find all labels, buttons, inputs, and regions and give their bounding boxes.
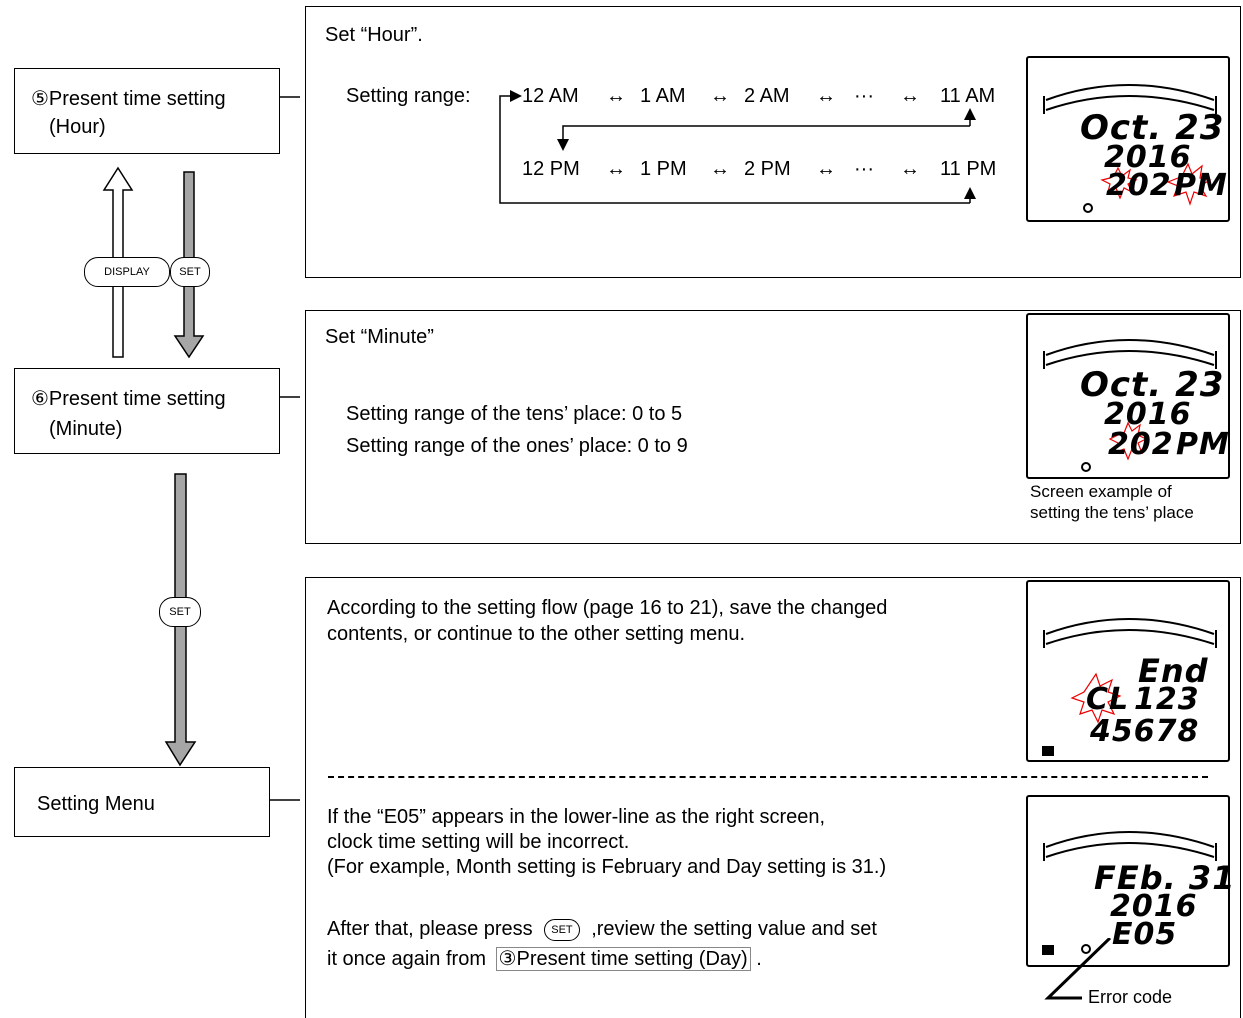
- setting-menu-box: Setting Menu: [14, 767, 270, 837]
- set-key-1[interactable]: SET: [170, 257, 210, 287]
- minute-lcd-line3b: PM: [1176, 427, 1230, 462]
- am-2: 2 AM: [744, 85, 790, 107]
- hour-lcd-line1: Oct. 23: [1080, 108, 1225, 148]
- hour-lcd-line2: 2016: [1104, 140, 1192, 175]
- step5-label: ⑤Present time setting: [31, 88, 226, 110]
- error-pointer: [1044, 938, 1112, 1000]
- menu-para3-line1: After that, please press SET ,review the…: [327, 917, 877, 941]
- minute-lcd-caption: Screen example of setting the tens’ plac…: [1030, 481, 1194, 523]
- am-11: 11 AM: [940, 85, 996, 107]
- am-arrow-1: ↔: [606, 85, 626, 107]
- dashed-separator: [328, 776, 1208, 778]
- step6-sub: (Minute): [49, 418, 123, 440]
- pm-2: 2 PM: [744, 158, 791, 180]
- pm-arrow-3: ↔: [816, 158, 836, 180]
- menu-para3-end: .: [756, 948, 762, 970]
- minute-caption-line2: setting the tens’ place: [1030, 503, 1194, 522]
- pm-dots: ···: [854, 158, 874, 180]
- pm-12: 12 PM: [522, 158, 580, 180]
- minute-ones: Setting range of the ones’ place: 0 to 9: [346, 435, 688, 457]
- menu-para2-line3: (For example, Month setting is February …: [327, 856, 887, 878]
- menu-para3-pre: After that, please press: [327, 918, 533, 940]
- error-lcd-line1: FEb. 31: [1094, 859, 1236, 897]
- step5-sub: (Hour): [49, 116, 106, 138]
- end-lcd-line2b: 123: [1134, 682, 1200, 717]
- step5-box: ⑤Present time setting (Hour): [14, 68, 280, 154]
- hour-lcd-line3b: PM: [1174, 168, 1228, 203]
- minute-lcd: Oct. 23 2016 202 PM: [1026, 313, 1230, 479]
- end-lcd-line3: 45678: [1090, 714, 1200, 749]
- set-key-2[interactable]: SET: [159, 597, 201, 627]
- am-arrow-4: ↔: [900, 85, 920, 107]
- hour-title: Set “Hour”.: [325, 24, 423, 46]
- menu-para2-line2: clock time setting will be incorrect.: [327, 831, 630, 853]
- step6-box: ⑥Present time setting (Minute): [14, 368, 280, 454]
- pm-1: 1 PM: [640, 158, 687, 180]
- minute-panel: [305, 310, 1241, 544]
- error-code-caption: Error code: [1088, 987, 1173, 1007]
- am-arrow-3: ↔: [816, 85, 836, 107]
- am-arrow-2: ↔: [710, 85, 730, 107]
- minute-tens: Setting range of the tens’ place: 0 to 5: [346, 403, 683, 425]
- pm-11: 11 PM: [940, 158, 997, 180]
- menu-para2-line1: If the “E05” appears in the lower-line a…: [327, 806, 826, 828]
- end-lcd-line2a: CL: [1086, 682, 1130, 717]
- hour-lcd: Oct. 23 2016 202 PM: [1026, 56, 1230, 222]
- hour-cycle-arrows: [499, 90, 976, 204]
- end-lcd-line1: End: [1138, 652, 1209, 690]
- minute-lcd-line1: Oct. 23: [1080, 365, 1225, 405]
- step6-label: ⑥Present time setting: [31, 388, 226, 410]
- hour-lcd-line3a: 202: [1106, 168, 1172, 203]
- pm-arrow-4: ↔: [900, 158, 920, 180]
- pm-arrow-1: ↔: [606, 158, 626, 180]
- minute-lcd-line3a: 202: [1108, 427, 1174, 462]
- end-lcd: End CL 123 45678: [1026, 580, 1230, 762]
- am-12: 12 AM: [522, 85, 579, 107]
- hour-range-label: Setting range:: [346, 85, 471, 107]
- setting-menu-label: Setting Menu: [37, 793, 155, 815]
- error-lcd-line2: 2016: [1110, 889, 1198, 924]
- inline-set-key[interactable]: SET: [544, 918, 580, 941]
- pm-arrow-2: ↔: [710, 158, 730, 180]
- menu-para3-line2: it once again from ③Present time setting…: [327, 947, 762, 971]
- menu-panel: [305, 577, 1241, 1018]
- am-1: 1 AM: [640, 85, 686, 107]
- minute-caption-line1: Screen example of: [1030, 482, 1172, 501]
- am-dots: ···: [854, 85, 874, 107]
- hour-panel: [305, 6, 1241, 278]
- display-key[interactable]: DISPLAY: [84, 257, 170, 287]
- menu-para3-post: ,review the setting value and set: [591, 918, 877, 940]
- error-lcd: FEb. 31 2016 E05: [1026, 795, 1234, 967]
- error-lcd-line3: E05: [1112, 917, 1178, 952]
- minute-title: Set “Minute”: [325, 326, 434, 348]
- minute-lcd-line2: 2016: [1104, 397, 1192, 432]
- day-setting-ref[interactable]: ③Present time setting (Day): [495, 947, 751, 971]
- menu-para1-line1: According to the setting flow (page 16 t…: [327, 597, 888, 619]
- menu-para1-line2: contents, or continue to the other setti…: [327, 623, 746, 645]
- menu-para3-line2-pre: it once again from: [327, 948, 486, 970]
